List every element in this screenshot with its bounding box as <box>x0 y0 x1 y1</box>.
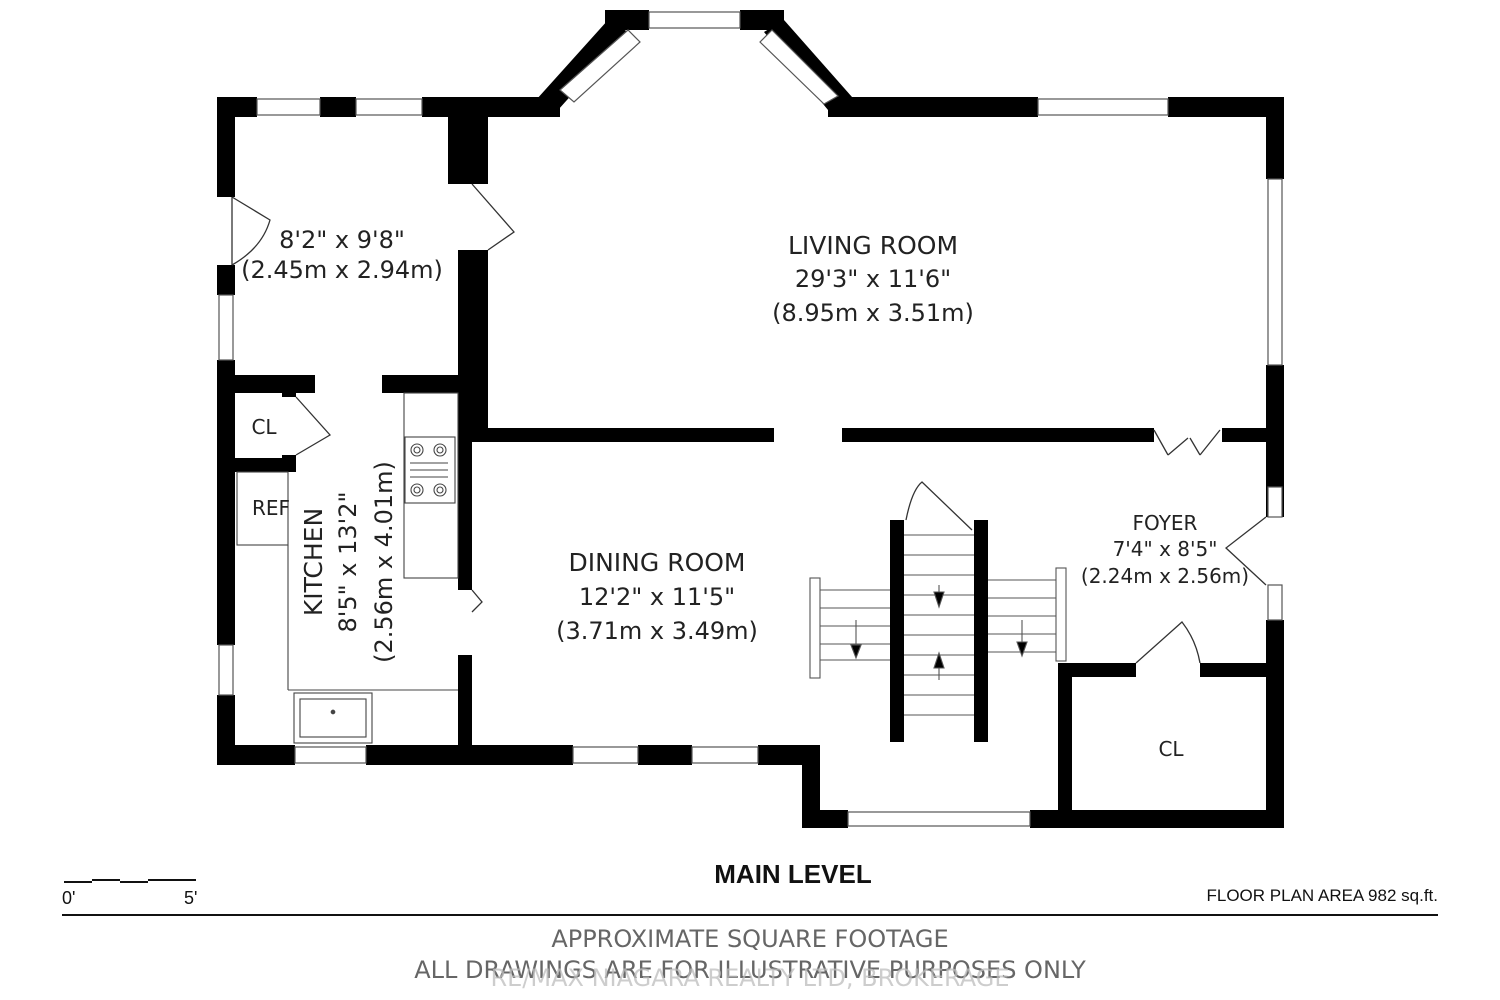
living-room-dim-imperial: 29'3" x 11'6" <box>795 265 951 293</box>
refrigerator-label: REF <box>252 496 290 520</box>
windows <box>218 98 1283 827</box>
doors <box>231 183 1267 664</box>
kitchen-dim-imperial: 8'5" x 13'2" <box>334 491 362 632</box>
kitchen-name: KITCHEN <box>299 508 328 616</box>
living-room-name: LIVING ROOM <box>788 231 958 260</box>
kitchen-fixtures <box>236 392 459 744</box>
interior-walls <box>235 117 1284 810</box>
watermark: RE/MAX NIAGARA REALTY LTD, BROKERAGE <box>490 964 1009 992</box>
laundry-dim-metric: (2.45m x 2.94m) <box>241 256 443 284</box>
floor-plan-area: FLOOR PLAN AREA 982 sq.ft. <box>1207 886 1439 905</box>
living-room-dim-metric: (8.95m x 3.51m) <box>772 299 974 327</box>
bay-window <box>536 10 858 117</box>
scale-start: 0' <box>62 888 75 908</box>
closet-label: CL <box>251 415 277 439</box>
foyer-closet-label: CL <box>1158 737 1184 761</box>
kitchen-dim-metric: (2.56m x 4.01m) <box>370 461 398 663</box>
dining-room-dim-imperial: 12'2" x 11'5" <box>579 583 735 611</box>
foyer-name: FOYER <box>1133 511 1198 535</box>
stairs <box>809 534 1067 716</box>
footer-line-1: APPROXIMATE SQUARE FOOTAGE <box>551 925 948 953</box>
foyer-dim-imperial: 7'4" x 8'5" <box>1113 537 1218 561</box>
foyer-dim-metric: (2.24m x 2.56m) <box>1081 564 1249 588</box>
dining-room-dim-metric: (3.71m x 3.49m) <box>556 617 758 645</box>
footer-line-2: ALL DRAWINGS ARE FOR ILLUSTRATIVE PURPOS… <box>414 956 1086 984</box>
laundry-dim-imperial: 8'2" x 9'8" <box>279 226 405 254</box>
dining-room-name: DINING ROOM <box>568 548 745 577</box>
scale-bar: 0' 5' <box>62 879 197 908</box>
scale-end: 5' <box>184 888 197 908</box>
exterior-walls <box>217 97 1284 828</box>
level-title: MAIN LEVEL <box>714 859 872 889</box>
